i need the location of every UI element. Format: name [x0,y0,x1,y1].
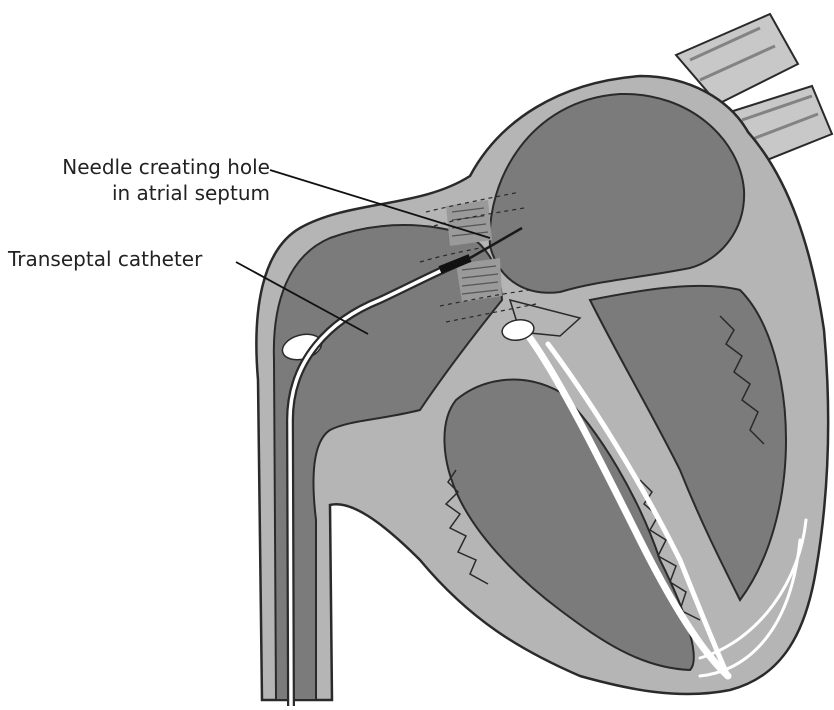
needle-label-line-1: Needle creating hole [62,154,270,180]
needle-label: Needle creating hole in atrial septum [62,154,270,206]
catheter-label: Transeptal catheter [8,246,202,272]
needle-label-line-2: in atrial septum [62,180,270,206]
